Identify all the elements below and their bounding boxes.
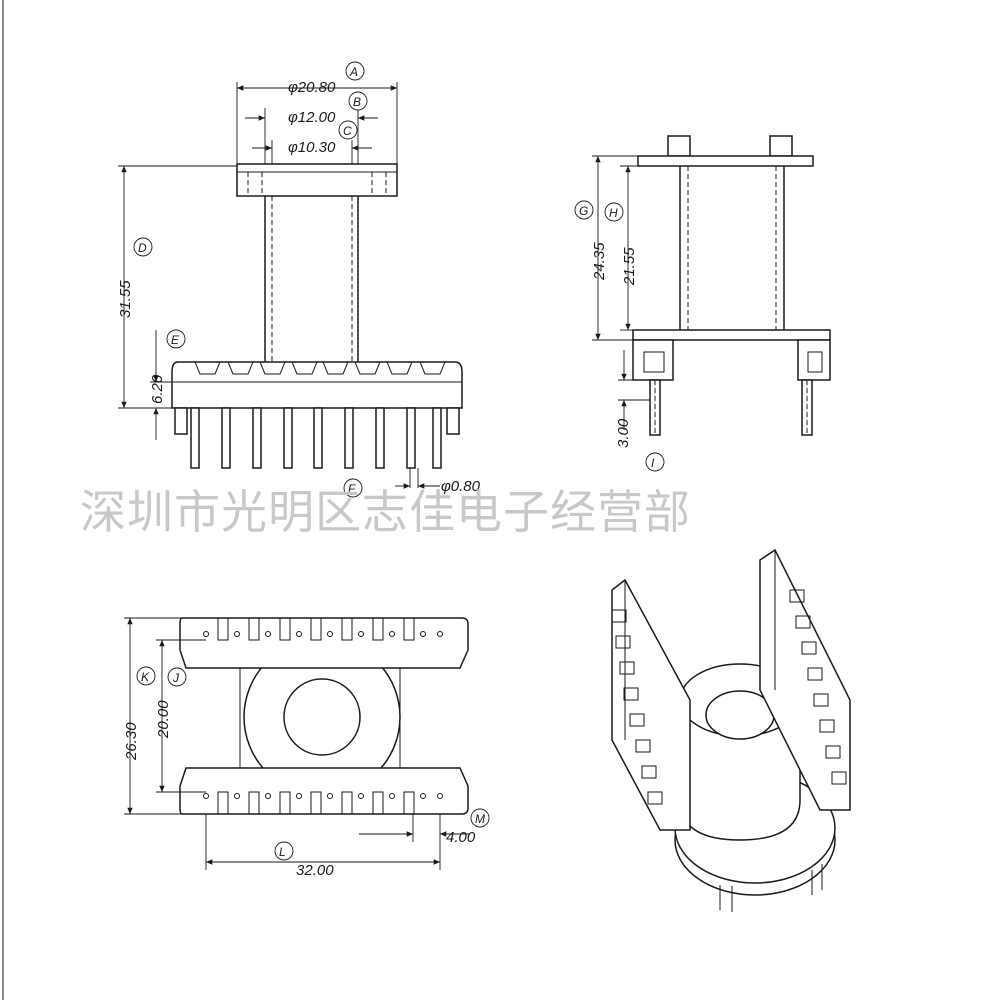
- side-view: [592, 135, 831, 436]
- dim-value-G: 24.35: [591, 242, 608, 281]
- callout-bubble-E: [166, 329, 186, 349]
- bottom-top-slots: [203, 618, 443, 641]
- dim-value-H: 21.55: [621, 247, 638, 286]
- watermark-text: 深圳市光明区志佳电子经营部: [80, 485, 691, 539]
- bottom-view: [124, 617, 470, 870]
- callout-letter-H: H: [609, 206, 618, 220]
- front-view: [118, 82, 463, 489]
- callout-letter-D: D: [138, 241, 147, 255]
- callout-letter-J: J: [172, 671, 180, 685]
- side-bottom-flange: [632, 329, 831, 341]
- callout-bubble-D: [133, 237, 153, 257]
- callout-bubble-F: [343, 478, 363, 498]
- callout-bubble-B: [348, 91, 368, 111]
- dim-value-C: φ10.30: [288, 139, 336, 156]
- callout-letter-A: A: [349, 65, 358, 79]
- front-top-flange: [236, 163, 398, 197]
- callout-bubble-G: [574, 200, 594, 220]
- dim-value-E: 6.20: [149, 374, 166, 404]
- dim-value-I: 3.00: [615, 418, 632, 448]
- dim-value-A: φ20.80: [288, 79, 336, 96]
- callout-letter-I: I: [651, 456, 655, 470]
- front-standoff-left: [174, 407, 188, 435]
- bottom-pin-rail-top: [179, 617, 469, 669]
- callout-letter-F: F: [348, 482, 356, 496]
- front-base-slots: [194, 361, 446, 375]
- bottom-pin-rail-bottom: [179, 767, 469, 815]
- callout-bubble-L: [274, 841, 294, 861]
- callout-letter-B: B: [353, 95, 361, 109]
- iso-right-rail-slots: [789, 589, 847, 785]
- side-top-flange: [637, 155, 814, 167]
- callout-letter-C: C: [343, 124, 352, 138]
- callout-bubble-I: [645, 452, 665, 472]
- front-base: [171, 361, 463, 409]
- callout-bubble-C: [338, 120, 358, 140]
- callout-letter-G: G: [579, 204, 588, 218]
- bottom-bottom-slots: [203, 791, 443, 814]
- isometric-view: [611, 548, 851, 912]
- front-standoff-right: [446, 407, 460, 435]
- dim-value-J: 20.00: [155, 700, 172, 739]
- callout-bubble-M: [470, 808, 490, 828]
- bottom-core-hole: [283, 678, 361, 756]
- dim-value-L: 32.00: [296, 862, 334, 879]
- iso-left-rail-slots: [611, 609, 663, 805]
- callout-bubble-K: [136, 666, 156, 686]
- side-top-tab-right: [769, 135, 793, 157]
- callout-letter-M: M: [475, 812, 485, 826]
- side-base-block-right: [797, 339, 831, 381]
- dim-value-K: 26.30: [123, 722, 140, 761]
- side-top-tab-left: [667, 135, 691, 157]
- dim-value-B: φ12.00: [288, 109, 336, 126]
- callout-letter-K: K: [141, 670, 150, 684]
- callout-bubble-J: [167, 667, 187, 687]
- dim-value-D: 31.55: [117, 280, 134, 318]
- callout-letter-E: E: [171, 333, 180, 347]
- front-pins: [190, 407, 442, 469]
- callout-bubble-H: [604, 202, 624, 222]
- callout-letter-L: L: [279, 845, 286, 859]
- dim-value-F: φ0.80: [441, 478, 481, 495]
- callout-bubble-A: [345, 61, 365, 81]
- dim-value-M: 4.00: [446, 829, 476, 846]
- side-base-block-left: [632, 339, 674, 381]
